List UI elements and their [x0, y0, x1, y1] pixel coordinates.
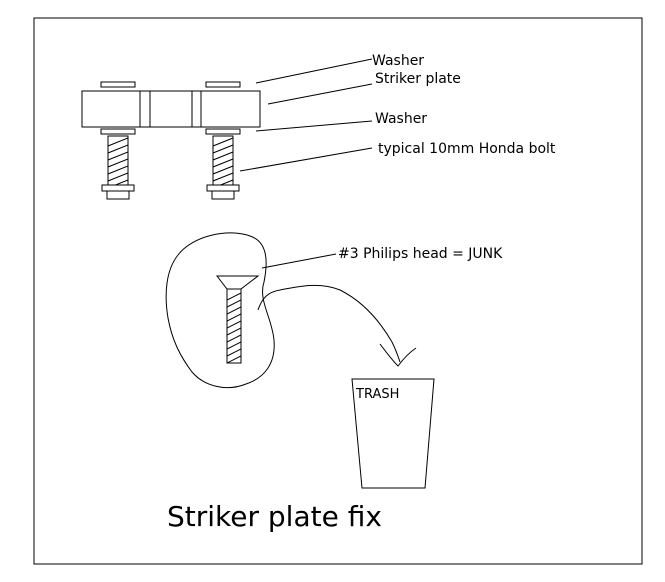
bolt-head-right	[211, 190, 235, 200]
bolt-washer-right	[206, 184, 240, 192]
bottom-washer-left	[100, 128, 136, 135]
label-washer-bottom: Washer	[375, 111, 427, 127]
diagram-title: Striker plate fix	[167, 500, 382, 533]
bolt-thread-right	[212, 137, 234, 185]
screw-shank	[226, 288, 242, 364]
toss-arrow	[257, 284, 401, 363]
philips-screw-group	[165, 232, 337, 388]
striker-plate-assembly	[81, 58, 373, 200]
screw-head	[215, 275, 260, 290]
label-trash: TRASH	[355, 387, 399, 402]
leader-washer-top	[255, 58, 373, 84]
leader-striker-plate	[267, 83, 373, 105]
striker-plate	[81, 90, 261, 128]
label-striker-plate: Striker plate	[375, 71, 461, 87]
top-washer-right	[205, 81, 241, 88]
toss-arrowhead	[379, 343, 417, 367]
diagram-border	[33, 17, 643, 565]
label-honda-bolt: typical 10mm Honda bolt	[378, 141, 556, 157]
bolt-thread-left	[107, 137, 129, 185]
screw-blob-outline	[165, 232, 275, 388]
bolt-right	[206, 135, 240, 200]
leader-honda-bolt	[239, 147, 373, 172]
bolt-washer-left	[101, 184, 135, 192]
bottom-washer-right	[205, 128, 241, 135]
leader-philips	[261, 253, 337, 269]
bolt-left	[101, 135, 135, 200]
screw-thread	[227, 292, 241, 363]
label-philips-screw: #3 Philips head = JUNK	[338, 246, 503, 262]
label-washer-top: Washer	[372, 53, 424, 69]
bolt-head-left	[106, 190, 130, 200]
trash-can-body	[351, 378, 435, 489]
leader-washer-bottom	[255, 120, 373, 132]
top-washer-left	[100, 81, 136, 88]
trash-can	[351, 378, 435, 489]
